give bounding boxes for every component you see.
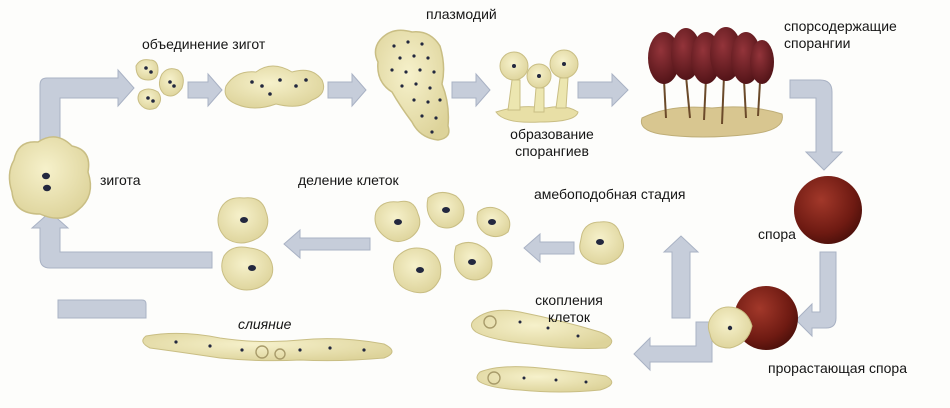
- paired-cells: [217, 197, 274, 291]
- arrow-sporangia-to-mature: [577, 72, 629, 108]
- label-cell-clusters: скопления клеток: [524, 292, 614, 326]
- label-plasmodium: плазмодий: [426, 6, 497, 22]
- label-spore-sporangia-line2: спорангии: [784, 35, 851, 51]
- arrow-division-to-pair: [283, 228, 371, 260]
- cycle-arrows: [30, 68, 844, 372]
- mature-sporangia: [640, 27, 783, 138]
- label-spore-sporangia-line1: спорсодержащие: [784, 18, 897, 34]
- label-spore: спора: [758, 226, 796, 242]
- fusing-cells: [142, 332, 393, 362]
- label-cell-division: деление клеток: [298, 172, 399, 188]
- arrow-germinating-to-clusters: [633, 321, 713, 372]
- arrow-sporangia-to-spore: [789, 79, 844, 171]
- label-zygote-fusion: объединение зигот: [142, 36, 266, 52]
- plasmodium: [374, 29, 450, 141]
- arrow-amoeboid-to-division: [523, 232, 575, 264]
- amoeboid-cell: [579, 221, 624, 265]
- label-sporangia-formation-line1: образование: [510, 126, 594, 142]
- arrow-spore-to-germinating: [795, 251, 837, 338]
- merged-zygotes: [224, 65, 325, 109]
- label-amoeboid-stage: амебоподобная стадия: [534, 186, 686, 202]
- label-fusion: слияние: [238, 316, 292, 332]
- label-cell-clusters-line1: скопления: [535, 292, 603, 308]
- small-zygotes: [135, 59, 184, 110]
- arrow-zygote-to-fusion: [39, 68, 135, 141]
- label-sporangia-formation: образование спорангиев: [502, 126, 602, 160]
- arrow-merged-to-plasmodium: [327, 72, 367, 108]
- label-zygote: зигота: [100, 172, 141, 188]
- germinating-spore: [707, 286, 798, 350]
- dividing-cells: [374, 192, 511, 294]
- arrow-fusion-to-merged: [187, 72, 223, 108]
- spore: [794, 176, 862, 244]
- label-spore-sporangia: спорсодержащие спорангии: [784, 18, 897, 52]
- label-germinating-spore: прорастающая спора: [768, 360, 907, 376]
- cell-clusters: [470, 309, 613, 393]
- bottom-connector: [57, 299, 147, 319]
- arrow-germinating-to-amoeboid: [662, 235, 700, 319]
- label-cell-clusters-line2: клеток: [548, 309, 590, 325]
- arrow-return-to-zygote: [30, 211, 213, 269]
- forming-sporangia: [495, 49, 579, 123]
- label-sporangia-formation-line2: спорангиев: [515, 143, 589, 159]
- zygote-cell: [8, 136, 92, 219]
- arrow-plasmodium-to-sporangia: [451, 72, 491, 108]
